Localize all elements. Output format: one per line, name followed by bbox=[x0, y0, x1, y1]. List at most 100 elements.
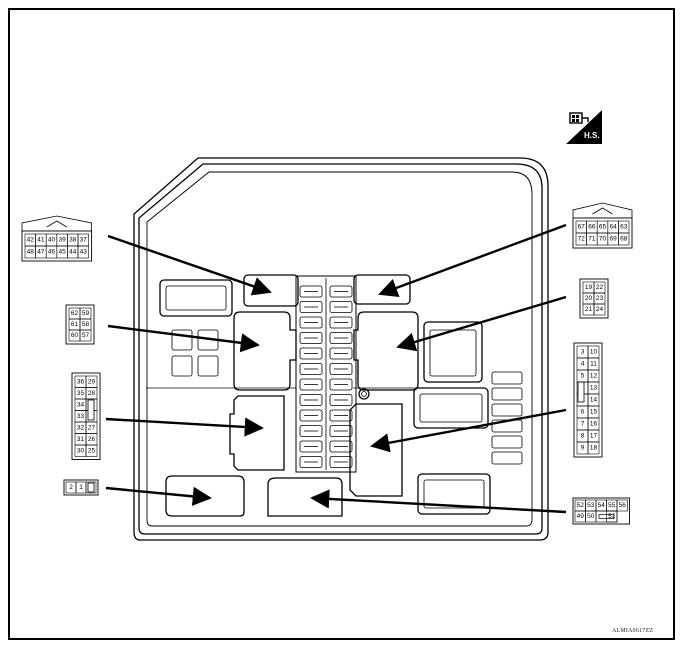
pin-label: 72 bbox=[578, 236, 586, 243]
pin-label: 60 bbox=[71, 332, 79, 339]
relay-right-upper bbox=[423, 321, 483, 383]
pin-label: 3 bbox=[581, 349, 585, 356]
fuse bbox=[329, 425, 353, 437]
pin-label: 22 bbox=[596, 284, 604, 291]
harness-side-label: H.S. bbox=[584, 131, 600, 140]
pin-label: 11 bbox=[590, 361, 597, 368]
key-slot-right-tall bbox=[577, 381, 585, 403]
relay-top-left bbox=[159, 279, 233, 317]
fuse bbox=[491, 435, 523, 449]
fuse bbox=[299, 440, 323, 453]
fuse bbox=[299, 332, 323, 344]
fuse bbox=[491, 371, 523, 385]
pin-label: 24 bbox=[596, 306, 604, 313]
socket-center-left bbox=[229, 395, 285, 471]
pin-label: 54 bbox=[598, 502, 606, 509]
pin-label: 23 bbox=[596, 295, 604, 302]
pin-label: 52 bbox=[577, 502, 585, 509]
fuse bbox=[491, 451, 523, 465]
reference-code: ALMIA0617ZZ bbox=[612, 628, 654, 634]
pin-label: 29 bbox=[88, 378, 96, 385]
fuse bbox=[329, 394, 353, 406]
relay-right-lower bbox=[417, 473, 491, 515]
pin-label: 33 bbox=[77, 413, 85, 420]
pin-label: 28 bbox=[88, 390, 96, 397]
fuse bbox=[329, 440, 353, 453]
pin-label: 21 bbox=[585, 306, 593, 313]
fuse bbox=[329, 378, 353, 391]
fuse-rows bbox=[171, 285, 523, 468]
fuse bbox=[491, 403, 523, 417]
pin-label: 51 bbox=[608, 513, 616, 520]
pin-label: 68 bbox=[620, 236, 628, 243]
fuse bbox=[329, 363, 353, 375]
pin-label: 19 bbox=[585, 284, 593, 291]
pin-label: 58 bbox=[82, 321, 90, 328]
key-slot-left-tall bbox=[87, 399, 95, 421]
pin-label: 38 bbox=[69, 237, 77, 244]
pin-label: 37 bbox=[80, 237, 88, 244]
pin-label: 48 bbox=[27, 249, 35, 256]
fuse bbox=[329, 456, 353, 468]
pin-label: 31 bbox=[77, 436, 85, 443]
fuse-panel bbox=[295, 275, 357, 473]
pin-label: 16 bbox=[590, 421, 598, 428]
pin-label: 7 bbox=[581, 421, 585, 428]
pin-label: 70 bbox=[599, 236, 607, 243]
arrow-to-socket-bottom-center bbox=[310, 489, 567, 514]
fuse bbox=[329, 347, 353, 360]
pin-label: 10 bbox=[590, 349, 598, 356]
pin-label: 69 bbox=[609, 236, 617, 243]
fuse bbox=[329, 409, 353, 422]
pin-label: 65 bbox=[599, 224, 607, 231]
fuse bbox=[299, 394, 323, 406]
relay-right-middle bbox=[413, 387, 489, 429]
pin-label: 35 bbox=[77, 390, 85, 397]
pin-label: 40 bbox=[48, 237, 56, 244]
pin-label: 5 bbox=[581, 373, 585, 380]
socket-top-right bbox=[353, 274, 411, 305]
pin-label: 63 bbox=[620, 224, 628, 231]
box-outline bbox=[133, 157, 549, 541]
key-slot-left-small bbox=[87, 482, 95, 493]
pin-label: 32 bbox=[77, 424, 85, 431]
pin-label: 2 bbox=[69, 484, 73, 491]
pin-label: 4 bbox=[581, 361, 585, 368]
pin-label: 13 bbox=[590, 385, 598, 392]
pin-label: 34 bbox=[77, 401, 85, 408]
pin-label: 6 bbox=[581, 409, 585, 416]
pin-label: 36 bbox=[77, 378, 85, 385]
fuse bbox=[329, 332, 353, 344]
socket-bottom-left bbox=[165, 475, 245, 517]
pin-label: 71 bbox=[588, 236, 596, 243]
arrow-to-socket-mid-right bbox=[396, 295, 567, 352]
socket-mid-left bbox=[233, 311, 297, 391]
fuse bbox=[299, 347, 323, 360]
pin-label: 26 bbox=[88, 436, 96, 443]
pin-label: 27 bbox=[88, 424, 96, 431]
pin-label: 50 bbox=[587, 513, 595, 520]
fuse bbox=[329, 316, 353, 329]
socket-center-right bbox=[349, 403, 403, 497]
box-inner-wall bbox=[146, 171, 533, 527]
harness-side-icon bbox=[566, 110, 602, 144]
fuse bbox=[197, 355, 219, 377]
pin-label: 41 bbox=[37, 237, 45, 244]
box-outline-inner bbox=[138, 163, 543, 535]
pin-label: 12 bbox=[590, 373, 598, 380]
socket-mid-right bbox=[353, 311, 419, 391]
pin-label: 61 bbox=[71, 321, 79, 328]
fuse bbox=[299, 316, 323, 329]
pin-label: 66 bbox=[588, 224, 596, 231]
pin-label: 44 bbox=[69, 249, 77, 256]
pin-label: 64 bbox=[609, 224, 617, 231]
pin-label: 43 bbox=[80, 249, 88, 256]
fuse bbox=[171, 329, 193, 351]
arrow-to-socket-bottom-left bbox=[105, 486, 212, 506]
